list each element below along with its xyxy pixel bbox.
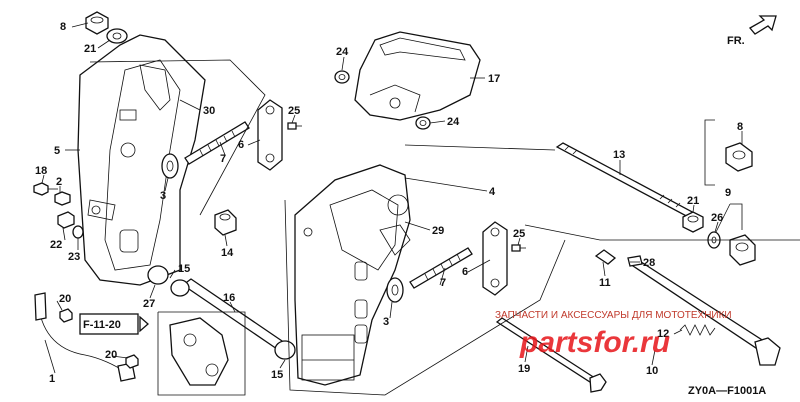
callout-17: 17 — [488, 73, 500, 85]
callout-3-lower: 3 — [383, 316, 389, 328]
cap-nut-9 — [729, 234, 756, 266]
lever-10 — [628, 259, 781, 366]
nut-2 — [54, 191, 71, 206]
detail-bracket-8 — [704, 119, 715, 186]
callout-12: 12 — [657, 328, 669, 340]
callout-21-top: 21 — [84, 43, 96, 55]
callout-20-upper: 20 — [59, 293, 71, 305]
thrust-bracket-17 — [354, 31, 481, 121]
callout-14: 14 — [221, 247, 234, 259]
callout-27: 27 — [143, 298, 155, 310]
watermark-caption: ЗАПЧАСТИ И АКСЕССУАРЫ ДЛЯ МОТОТЕХНИКИ — [495, 310, 732, 321]
sleeve-15-lower — [274, 340, 296, 360]
callout-19: 19 — [518, 363, 530, 375]
front-direction-indicator: FR. — [727, 15, 777, 47]
threaded-rod-7-lower — [409, 247, 473, 289]
cap-nut-8-right — [725, 142, 753, 172]
callout-25-lower: 25 — [513, 228, 525, 240]
callout-30: 30 — [203, 105, 215, 117]
callout-18: 18 — [35, 165, 47, 177]
washer-24-lower — [415, 116, 431, 130]
callout-15-lower: 15 — [271, 369, 283, 381]
nut-21-right — [682, 211, 704, 233]
ground-cable-1 — [34, 292, 136, 382]
watermark-logo: partsfor.ru — [519, 326, 670, 359]
threaded-rod-7-upper — [184, 121, 250, 165]
washer-21-top — [106, 28, 128, 44]
stern-bracket-left — [77, 34, 206, 286]
reference-arrow — [79, 313, 149, 335]
reference-label: F-11-20 — [83, 319, 121, 331]
callout-5: 5 — [54, 145, 60, 157]
pin-28 — [627, 255, 643, 267]
screw-25-upper — [287, 122, 302, 130]
arm-6-lower — [482, 221, 508, 296]
callout-6-upper: 6 — [238, 139, 244, 151]
watermark: ЗАПЧАСТИ И АКСЕССУАРЫ ДЛЯ МОТОТЕХНИКИ pa… — [495, 310, 732, 359]
direction-label: FR. — [727, 35, 745, 47]
arm-6-upper — [257, 99, 283, 171]
callout-15-upper: 15 — [178, 263, 190, 275]
callout-6-lower: 6 — [462, 266, 468, 278]
callout-29: 29 — [432, 225, 444, 237]
detail-bracket-9 — [715, 203, 743, 233]
bolt-22 — [57, 211, 75, 229]
callout-24-top: 24 — [336, 46, 349, 58]
tilt-shaft-13 — [555, 142, 700, 220]
bolt-19 — [495, 317, 607, 393]
screw-25-lower — [511, 244, 526, 252]
callout-21-right: 21 — [687, 195, 699, 207]
callout-4: 4 — [489, 186, 496, 198]
spring-12 — [679, 324, 716, 336]
reference-bracket — [157, 311, 246, 396]
callout-26: 26 — [711, 212, 723, 224]
sleeve-15-upper — [147, 265, 190, 297]
callout-10: 10 — [646, 365, 658, 377]
bushing-3-upper — [161, 153, 179, 179]
callout-11: 11 — [599, 277, 611, 289]
callout-16: 16 — [223, 292, 235, 304]
bolt-18 — [33, 182, 58, 196]
washer-24-top — [334, 70, 350, 84]
callout-7-upper: 7 — [220, 153, 226, 165]
screw-20-upper — [59, 308, 73, 323]
callout-1: 1 — [49, 373, 55, 385]
callout-2: 2 — [56, 176, 62, 188]
stern-bracket-right — [294, 164, 411, 386]
washer-23 — [72, 225, 84, 239]
bushing-3-lower — [386, 277, 404, 303]
clip-11 — [594, 249, 617, 265]
callout-28: 28 — [643, 257, 655, 269]
callout-20-lower: 20 — [105, 349, 117, 361]
callout-23: 23 — [68, 251, 80, 263]
callout-8-top: 8 — [60, 21, 66, 33]
callout-22: 22 — [50, 239, 62, 251]
callouts: 8 21 24 17 30 25 5 6 7 3 24 4 13 8 18 2 … — [35, 21, 743, 385]
screw-20-lower — [125, 354, 139, 369]
callout-8-right: 8 — [737, 121, 743, 133]
callout-7-lower: 7 — [440, 277, 446, 289]
collar-14 — [214, 209, 237, 236]
callout-9: 9 — [725, 187, 731, 199]
callout-13: 13 — [613, 149, 625, 161]
callout-3-upper: 3 — [160, 190, 166, 202]
callout-25-upper: 25 — [288, 105, 300, 117]
diagram-code: ZY0A—F1001A — [688, 385, 766, 397]
nut-8-top — [85, 11, 109, 35]
leader-lines — [41, 22, 800, 396]
callout-24-lower: 24 — [447, 116, 460, 128]
